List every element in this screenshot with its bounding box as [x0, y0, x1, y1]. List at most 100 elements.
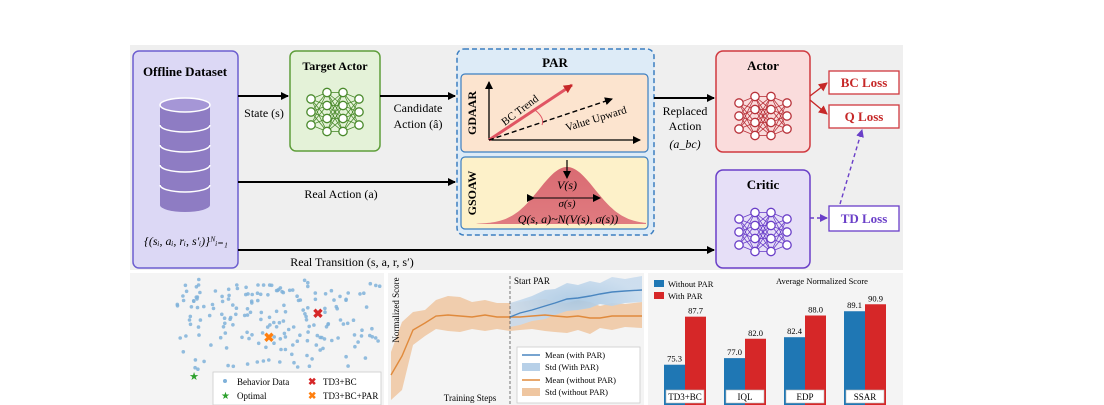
- behavior-point: [274, 288, 279, 293]
- replaced-label-2: Action: [669, 119, 702, 133]
- behavior-point: [255, 291, 260, 296]
- behavior-point: [368, 333, 372, 338]
- nn-node: [354, 107, 364, 117]
- behavior-point: [287, 288, 292, 293]
- behavior-point: [274, 325, 279, 329]
- category-label: TD3+BC: [668, 392, 702, 402]
- nn-node: [766, 104, 776, 115]
- bar-value-label: 82.0: [748, 328, 763, 338]
- legend-std-without: Std (without PAR): [545, 387, 608, 397]
- behavior-point: [323, 306, 327, 311]
- nn-node: [750, 246, 760, 257]
- legend-behavior: Behavior Data: [237, 377, 289, 387]
- behavior-point: [377, 284, 382, 289]
- behavior-point: [264, 345, 268, 350]
- nn-node: [338, 87, 348, 98]
- critic-box: Critic: [715, 169, 811, 269]
- behavior-point: [194, 295, 199, 300]
- nn-node: [306, 107, 316, 117]
- behavior-point: [306, 306, 310, 310]
- behavior-point: [306, 280, 310, 285]
- behavior-point: [274, 309, 279, 314]
- behavior-point: [269, 283, 274, 288]
- behavior-point: [220, 299, 225, 304]
- td3bc-par-legend-marker: ✖: [308, 391, 316, 402]
- nn-node: [306, 94, 316, 104]
- behavior-point: [345, 321, 350, 326]
- bar-value-label: 75.3: [667, 354, 682, 364]
- behavior-point: [302, 278, 307, 283]
- category-label-box: [665, 389, 705, 404]
- behavior-point: [256, 283, 260, 287]
- std-without-par-band: [391, 296, 642, 400]
- behavior-point: [228, 315, 233, 320]
- behavior-point: [335, 306, 340, 311]
- bar-value-label: 90.9: [868, 293, 883, 303]
- real-transition-label: Real Transition (s, a, r, s′): [290, 255, 413, 269]
- behavior-point: [356, 340, 360, 344]
- behavior-point: [304, 318, 309, 322]
- behavior-point: [198, 318, 203, 322]
- bars-group: 75.387.7TD3+BC77.082.0IQL82.488.0EDP89.1…: [664, 293, 886, 405]
- mean-without-par-line: [390, 314, 642, 376]
- behavior-point: [196, 283, 201, 287]
- behavior-point: [353, 344, 357, 349]
- gsoaw-label: GSOAW: [465, 171, 479, 216]
- behavior-point: [193, 365, 197, 370]
- nn-node: [750, 220, 760, 231]
- legend-mean-with: Mean (with PAR): [545, 350, 605, 360]
- behavior-point: [211, 306, 216, 311]
- behavior-point: [184, 334, 188, 338]
- nn-node: [750, 91, 760, 102]
- behavior-point: [223, 321, 227, 326]
- behavior-point: [196, 325, 201, 329]
- behavior-point: [338, 294, 342, 299]
- curve-panel: Start PAR Normalized Score Training Step…: [388, 273, 644, 405]
- behavior-point: [181, 294, 185, 298]
- behavior-point: [286, 327, 291, 332]
- nn-node: [354, 120, 364, 130]
- behavior-point: [213, 289, 218, 293]
- behavior-point: [256, 341, 261, 346]
- behavior-point: [318, 335, 323, 340]
- behavior-point: [260, 331, 265, 335]
- bar-value-label: 89.1: [847, 300, 862, 310]
- bc-loss-box: BC Loss: [828, 70, 900, 95]
- behavior-point: [305, 338, 310, 343]
- behavior-point: [298, 298, 303, 302]
- q-loss-arrow: [809, 99, 828, 115]
- category-label-box: [845, 389, 885, 404]
- legend-td3bc: TD3+BC: [323, 377, 357, 387]
- td-to-q-arrow: [839, 129, 864, 205]
- actor-title: Actor: [747, 58, 779, 73]
- behavior-point: [261, 283, 266, 287]
- legend-td3bc-par: TD3+BC+PAR: [323, 391, 378, 401]
- behavior-point: [244, 285, 248, 290]
- behavior-point: [292, 360, 296, 365]
- nn-node: [766, 130, 776, 141]
- behavior-point: [231, 364, 236, 369]
- behavior-point: [258, 292, 263, 297]
- behavior-point: [314, 343, 319, 347]
- behavior-point: [245, 330, 249, 335]
- behavior-point: [184, 289, 189, 294]
- behavior-point: [332, 298, 336, 302]
- behavior-point: [272, 341, 276, 346]
- behavior-point: [278, 360, 282, 364]
- scatter-panel: ✖ ✖ ★ Behavior Data ✖ TD3+BC ★ Optimal ✖…: [130, 273, 384, 405]
- behavior-point: [222, 316, 227, 321]
- behavior-point: [226, 287, 231, 292]
- nn-node: [322, 87, 332, 98]
- behavior-legend-marker: [223, 379, 227, 383]
- behavior-point: [306, 330, 310, 334]
- behavior-point: [267, 358, 271, 362]
- behavior-point: [307, 364, 312, 369]
- curve-legend: Mean (with PAR) Std (With PAR) Mean (wit…: [516, 346, 641, 404]
- nn-node: [734, 111, 744, 121]
- bar-value-label: 77.0: [727, 347, 742, 357]
- behavior-point: [306, 284, 310, 289]
- nn-node: [766, 233, 776, 244]
- behavior-point: [277, 320, 282, 325]
- behavior-point: [226, 297, 231, 301]
- replaced-label-1: Replaced: [663, 104, 708, 118]
